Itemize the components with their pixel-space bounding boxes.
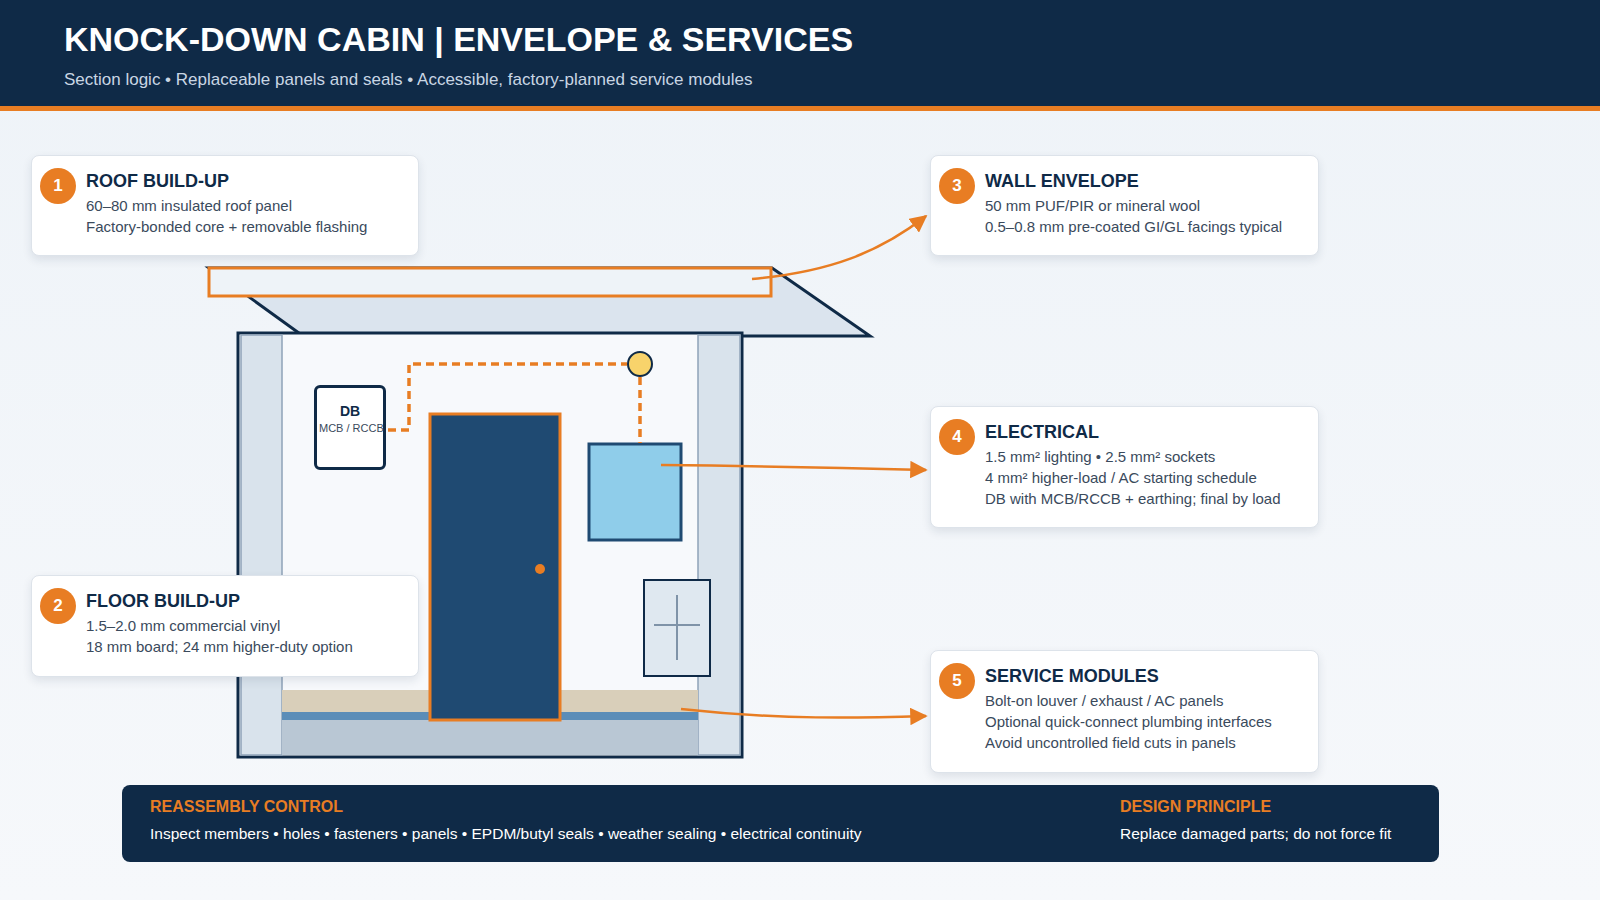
door-knob <box>535 564 545 574</box>
card-heading: ELECTRICAL <box>985 421 1304 443</box>
leader-arrow <box>681 709 926 718</box>
vent-panel <box>644 580 710 676</box>
band-heading: REASSEMBLY CONTROL <box>150 798 343 816</box>
window <box>589 444 681 540</box>
card-body: 60–80 mm insulated roof panel <box>86 195 404 216</box>
callout-card: 1 ROOF BUILD-UP 60–80 mm insulated roof pa… <box>31 155 419 256</box>
card-body: 18 mm board; 24 mm higher-duty option <box>86 636 404 657</box>
band-body: Replace damaged parts; do not force fit <box>1120 825 1391 843</box>
roof-panel-highlight <box>209 268 771 296</box>
lighting-wire <box>388 364 627 430</box>
light-fitting <box>628 352 652 376</box>
leader-arrow <box>752 216 926 279</box>
band-heading: DESIGN PRINCIPLE <box>1120 798 1271 816</box>
card-body: 4 mm² higher-load / AC starting schedule <box>985 467 1304 488</box>
callout-card: 4 ELECTRICAL 1.5 mm² lighting • 2.5 mm² so… <box>930 406 1319 528</box>
vent-transom <box>654 624 700 626</box>
door <box>430 414 560 720</box>
card-body: Avoid uncontrolled field cuts in panels <box>985 732 1304 753</box>
card-heading: ROOF BUILD-UP <box>86 170 404 192</box>
band-body: Inspect members • holes • fasteners • pa… <box>150 825 861 843</box>
card-body: 0.5–0.8 mm pre-coated GI/GL facings typi… <box>985 216 1304 237</box>
right-column <box>698 335 740 755</box>
callout-number: 5 <box>939 663 975 699</box>
card-body: 1.5 mm² lighting • 2.5 mm² sockets <box>985 446 1304 467</box>
card-body: Bolt-on louver / exhaust / AC panels <box>985 690 1304 711</box>
callout-card: 5 SERVICE MODULES Bolt-on louver / exhaust… <box>930 650 1319 773</box>
page-title: KNOCK-DOWN CABIN | ENVELOPE & SERVICES <box>64 20 853 59</box>
callout-number: 3 <box>939 168 975 204</box>
card-heading: SERVICE MODULES <box>985 665 1304 687</box>
callout-number: 2 <box>40 588 76 624</box>
card-body: 1.5–2.0 mm commercial vinyl <box>86 615 404 636</box>
distribution-board: DBMCB / RCCB <box>314 385 386 470</box>
card-body: Factory-bonded core + removable flashing <box>86 216 404 237</box>
card-body: 50 mm PUF/PIR or mineral wool <box>985 195 1304 216</box>
db-label: DB <box>319 402 381 420</box>
vent-mullion <box>676 595 678 660</box>
db-sublabel: MCB / RCCB <box>319 420 381 436</box>
page-subtitle: Section logic • Replaceable panels and s… <box>64 70 753 90</box>
window-wire <box>638 377 642 443</box>
floor-base <box>282 720 698 755</box>
card-heading: WALL ENVELOPE <box>985 170 1304 192</box>
card-body: DB with MCB/RCCB + earthing; final by lo… <box>985 488 1304 509</box>
callout-number: 1 <box>40 168 76 204</box>
card-heading: FLOOR BUILD-UP <box>86 590 404 612</box>
left-column <box>241 335 282 755</box>
footer-band: REASSEMBLY CONTROL Inspect members • hole… <box>122 785 1439 862</box>
callout-card: 3 WALL ENVELOPE 50 mm PUF/PIR or mineral w… <box>930 155 1319 256</box>
callout-number: 4 <box>939 419 975 455</box>
leader-arrow <box>661 465 926 470</box>
card-body: Optional quick-connect plumbing interfac… <box>985 711 1304 732</box>
header-band <box>0 0 1600 106</box>
header-rule <box>0 106 1600 111</box>
callout-card: 2 FLOOR BUILD-UP 1.5–2.0 mm commercial vin… <box>31 575 419 677</box>
cabin-body <box>238 333 742 757</box>
